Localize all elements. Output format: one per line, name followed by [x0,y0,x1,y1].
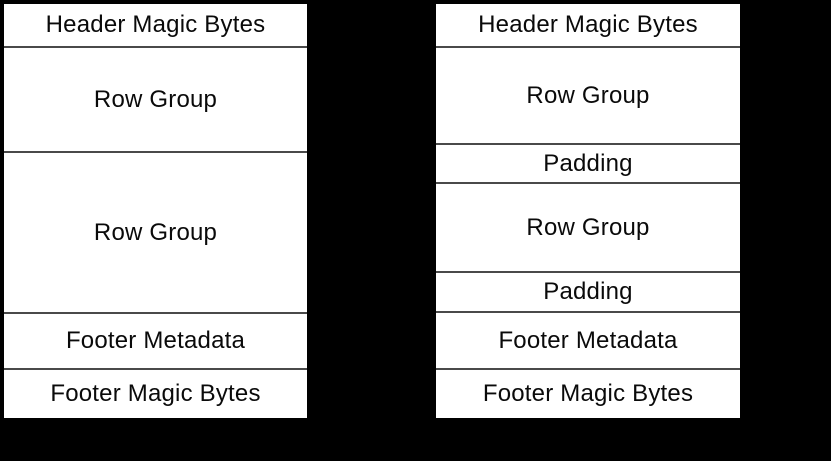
file-section-label: Row Group [526,213,650,241]
file-section-label: Row Group [526,81,650,109]
file-section-row-group: Row Group [436,184,740,273]
file-section-label: Header Magic Bytes [478,11,698,38]
file-section-label: Padding [543,278,633,305]
file-section-label: Footer Magic Bytes [482,380,694,407]
file-section-footer-magic-bytes: Footer Magic Bytes [4,370,307,418]
file-section-label: Padding [543,149,633,177]
file-section-label: Footer Metadata [498,326,678,354]
file-section-label: Footer Magic Bytes [50,380,261,407]
file-section-footer-magic-bytes: Footer Magic Bytes [436,370,740,418]
file-section-footer-metadata: Footer Metadata [436,313,740,370]
file-section-row-group: Row Group [4,153,307,314]
file-section-label: Footer Metadata [65,327,246,354]
file-section-label: Row Group [93,85,218,113]
file-section-header-magic-bytes: Header Magic Bytes [436,4,740,48]
file-section-header-magic-bytes: Header Magic Bytes [4,4,307,48]
file-section-row-group: Row Group [4,48,307,153]
file-section-padding: Padding [436,273,740,313]
file-section-footer-metadata: Footer Metadata [4,314,307,370]
file-section-padding: Padding [436,145,740,184]
file-section-label: Header Magic Bytes [45,11,266,38]
file-section-label: Row Group [93,218,218,246]
file-section-row-group: Row Group [436,48,740,145]
